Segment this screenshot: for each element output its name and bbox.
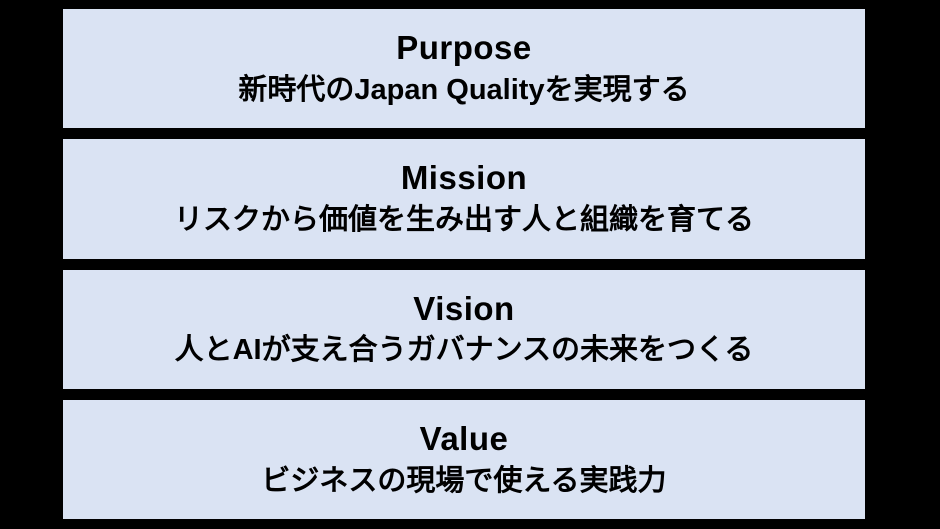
value-subtitle: ビジネスの現場で使える実践力	[261, 464, 667, 497]
vision-subtitle: 人とAIが支え合うガバナンスの未来をつくる	[174, 334, 754, 367]
purpose-subtitle: 新時代のJapan Qualityを実現する	[238, 73, 690, 106]
value-title: Value	[419, 419, 509, 457]
vision-title: Vision	[413, 289, 515, 327]
mission-subtitle: リスクから価値を生み出す人と組織を育てる	[173, 204, 754, 237]
philosophy-stack: Purpose 新時代のJapan Qualityを実現する Mission リ…	[62, 8, 866, 520]
purpose-title: Purpose	[396, 29, 532, 67]
section-purpose: Purpose 新時代のJapan Qualityを実現する	[62, 8, 866, 130]
section-mission: Mission リスクから価値を生み出す人と組織を育てる	[62, 138, 866, 260]
mission-title: Mission	[400, 159, 528, 197]
section-value: Value ビジネスの現場で使える実践力	[62, 398, 866, 520]
section-vision: Vision 人とAIが支え合うガバナンスの未来をつくる	[62, 268, 866, 390]
